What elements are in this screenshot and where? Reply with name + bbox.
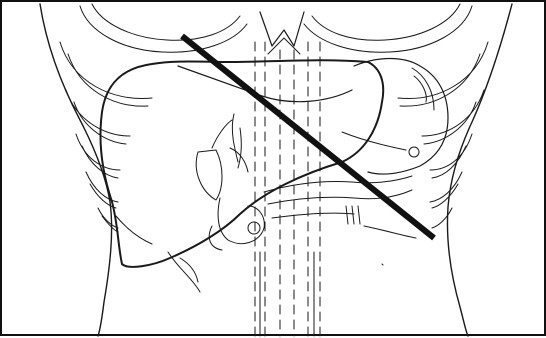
spinal-column [255,42,320,336]
sternum-xiphoid [260,12,304,54]
left-ribs [60,4,247,232]
torso-outline [40,4,512,336]
right-ribs [304,4,488,228]
gallbladder-and-bile-ducts [196,114,248,200]
stomach [342,59,448,175]
colon [168,226,416,292]
